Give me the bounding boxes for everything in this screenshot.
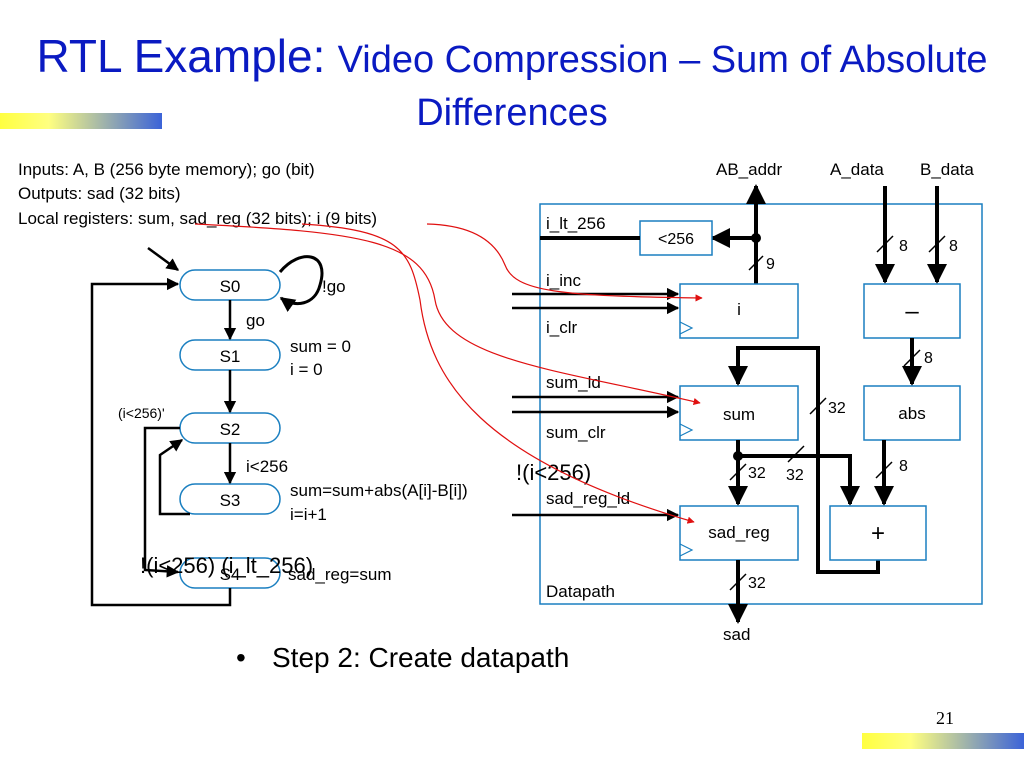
sum-plus-bus	[738, 454, 860, 506]
bullet-step2: • Step 2: Create datapath	[236, 642, 569, 674]
label-i-lt: i<256	[246, 457, 288, 476]
fsm: S0 S1 S2 S3 S4 !go go	[90, 246, 468, 607]
block-abs-label: abs	[898, 404, 925, 423]
i-inc-label: i_inc	[546, 271, 581, 290]
title-accent-bar	[0, 113, 162, 129]
width-8b-label: 8	[949, 238, 958, 255]
title-prefix: RTL Example:	[36, 30, 326, 82]
state-s1: S1	[179, 339, 281, 371]
label-overlay-exit: !(i<256) (i_lt_256)	[140, 553, 313, 578]
block-sum-clock	[679, 423, 694, 437]
state-s4: S4	[179, 557, 281, 589]
block-cmp-label: <256	[658, 231, 694, 248]
width-32c-label: 32	[786, 467, 804, 484]
bullet-text: Step 2: Create datapath	[272, 642, 570, 673]
label-go: go	[246, 311, 265, 330]
arrow-sum-register	[194, 223, 701, 406]
state-s3: S3	[179, 483, 281, 515]
width-9-label: 9	[766, 256, 775, 273]
overlay-not-i-lt: !(i<256)	[516, 460, 591, 485]
i-clr-label: i_clr	[546, 318, 578, 337]
label-s1-i: i = 0	[290, 360, 323, 379]
width-mark-8b	[928, 235, 946, 253]
width-32d-label: 32	[748, 575, 766, 592]
transition-s2-s4	[143, 426, 180, 578]
width-mark-32b	[729, 463, 747, 481]
block-i	[679, 283, 799, 339]
arrow-sadreg-register	[301, 223, 695, 524]
state-s2-label: S2	[220, 420, 241, 439]
spec-inputs: Inputs: A, B (256 byte memory); go (bit)	[18, 160, 315, 179]
spec-locals: Local registers: sum, sad_reg (32 bits);…	[18, 209, 378, 228]
label-loop-cond: (i<256)'	[118, 405, 165, 421]
label-not-go: !go	[322, 277, 346, 296]
width-mark-8d	[875, 461, 893, 479]
ab-addr-label: AB_addr	[716, 160, 782, 179]
block-sad-reg-label: sad_reg	[708, 523, 769, 542]
state-s0-label: S0	[220, 277, 241, 296]
b-data-label: B_data	[920, 160, 974, 179]
width-8d-label: 8	[899, 458, 908, 475]
block-plus-label: +	[871, 520, 885, 547]
width-mark-8c	[903, 349, 921, 367]
slide-title: RTL Example: Video Compression – Sum of …	[0, 30, 1024, 86]
width-32b-label: 32	[748, 465, 766, 482]
bullet-dot: •	[236, 642, 246, 673]
arrow-i-register	[426, 223, 703, 302]
label-s3-sum: sum=sum+abs(A[i]-B[i])	[290, 481, 468, 500]
sad-output-label: sad	[723, 625, 750, 644]
width-mark-32a	[809, 397, 827, 415]
width-8a-label: 8	[899, 238, 908, 255]
block-sum-label: sum	[723, 405, 755, 424]
annotation-arrows	[194, 223, 703, 524]
state-s0: S0	[179, 269, 281, 301]
block-minus-label: –	[905, 298, 919, 325]
block-i-label: i	[737, 300, 741, 319]
label-s1-sum: sum = 0	[290, 337, 351, 356]
a-data-label: A_data	[830, 160, 884, 179]
state-s3-label: S3	[220, 491, 241, 510]
block-i-clock	[679, 321, 694, 335]
width-32a-label: 32	[828, 400, 846, 417]
block-minus	[863, 283, 961, 339]
block-sad-reg-clock	[679, 543, 694, 557]
sum-ld-label: sum_ld	[546, 373, 601, 392]
width-mark-32d	[729, 573, 747, 591]
transition-s0-self	[278, 255, 324, 312]
width-8c-label: 8	[924, 350, 933, 367]
plus-sum-feedback	[728, 346, 880, 574]
spec-outputs: Outputs: sad (32 bits)	[18, 184, 181, 203]
transition-s4-s0	[90, 277, 232, 607]
state-s1-label: S1	[220, 347, 241, 366]
width-mark-32c	[787, 445, 805, 463]
block-cmp	[639, 220, 713, 256]
footer-accent-bar	[862, 733, 1024, 749]
datapath-label: Datapath	[546, 582, 615, 601]
block-sum	[679, 385, 799, 441]
datapath: AB_addr A_data B_data <256 i_lt_256 9 i …	[512, 160, 983, 644]
label-s3-i: i=i+1	[290, 505, 327, 524]
fsm-entry-arrow	[147, 246, 180, 272]
i-lt-256-label: i_lt_256	[546, 214, 606, 233]
width-mark-8a	[876, 235, 894, 253]
sum-clr-label: sum_clr	[546, 423, 606, 442]
title-main: Video Compression – Sum of Absolute	[337, 39, 988, 81]
sad-reg-ld-label: sad_reg_ld	[546, 489, 630, 508]
block-plus	[829, 505, 927, 561]
state-s4-label: S4	[220, 565, 241, 584]
page-number: 21	[936, 708, 954, 728]
label-s4-action: sad_reg=sum	[288, 565, 391, 584]
transition-s3-s2	[158, 438, 190, 516]
block-abs	[863, 385, 961, 441]
state-s2: S2	[179, 412, 281, 444]
slide-title-line2: Differences	[416, 92, 608, 134]
datapath-border	[539, 203, 983, 605]
width-mark-9	[748, 255, 764, 271]
